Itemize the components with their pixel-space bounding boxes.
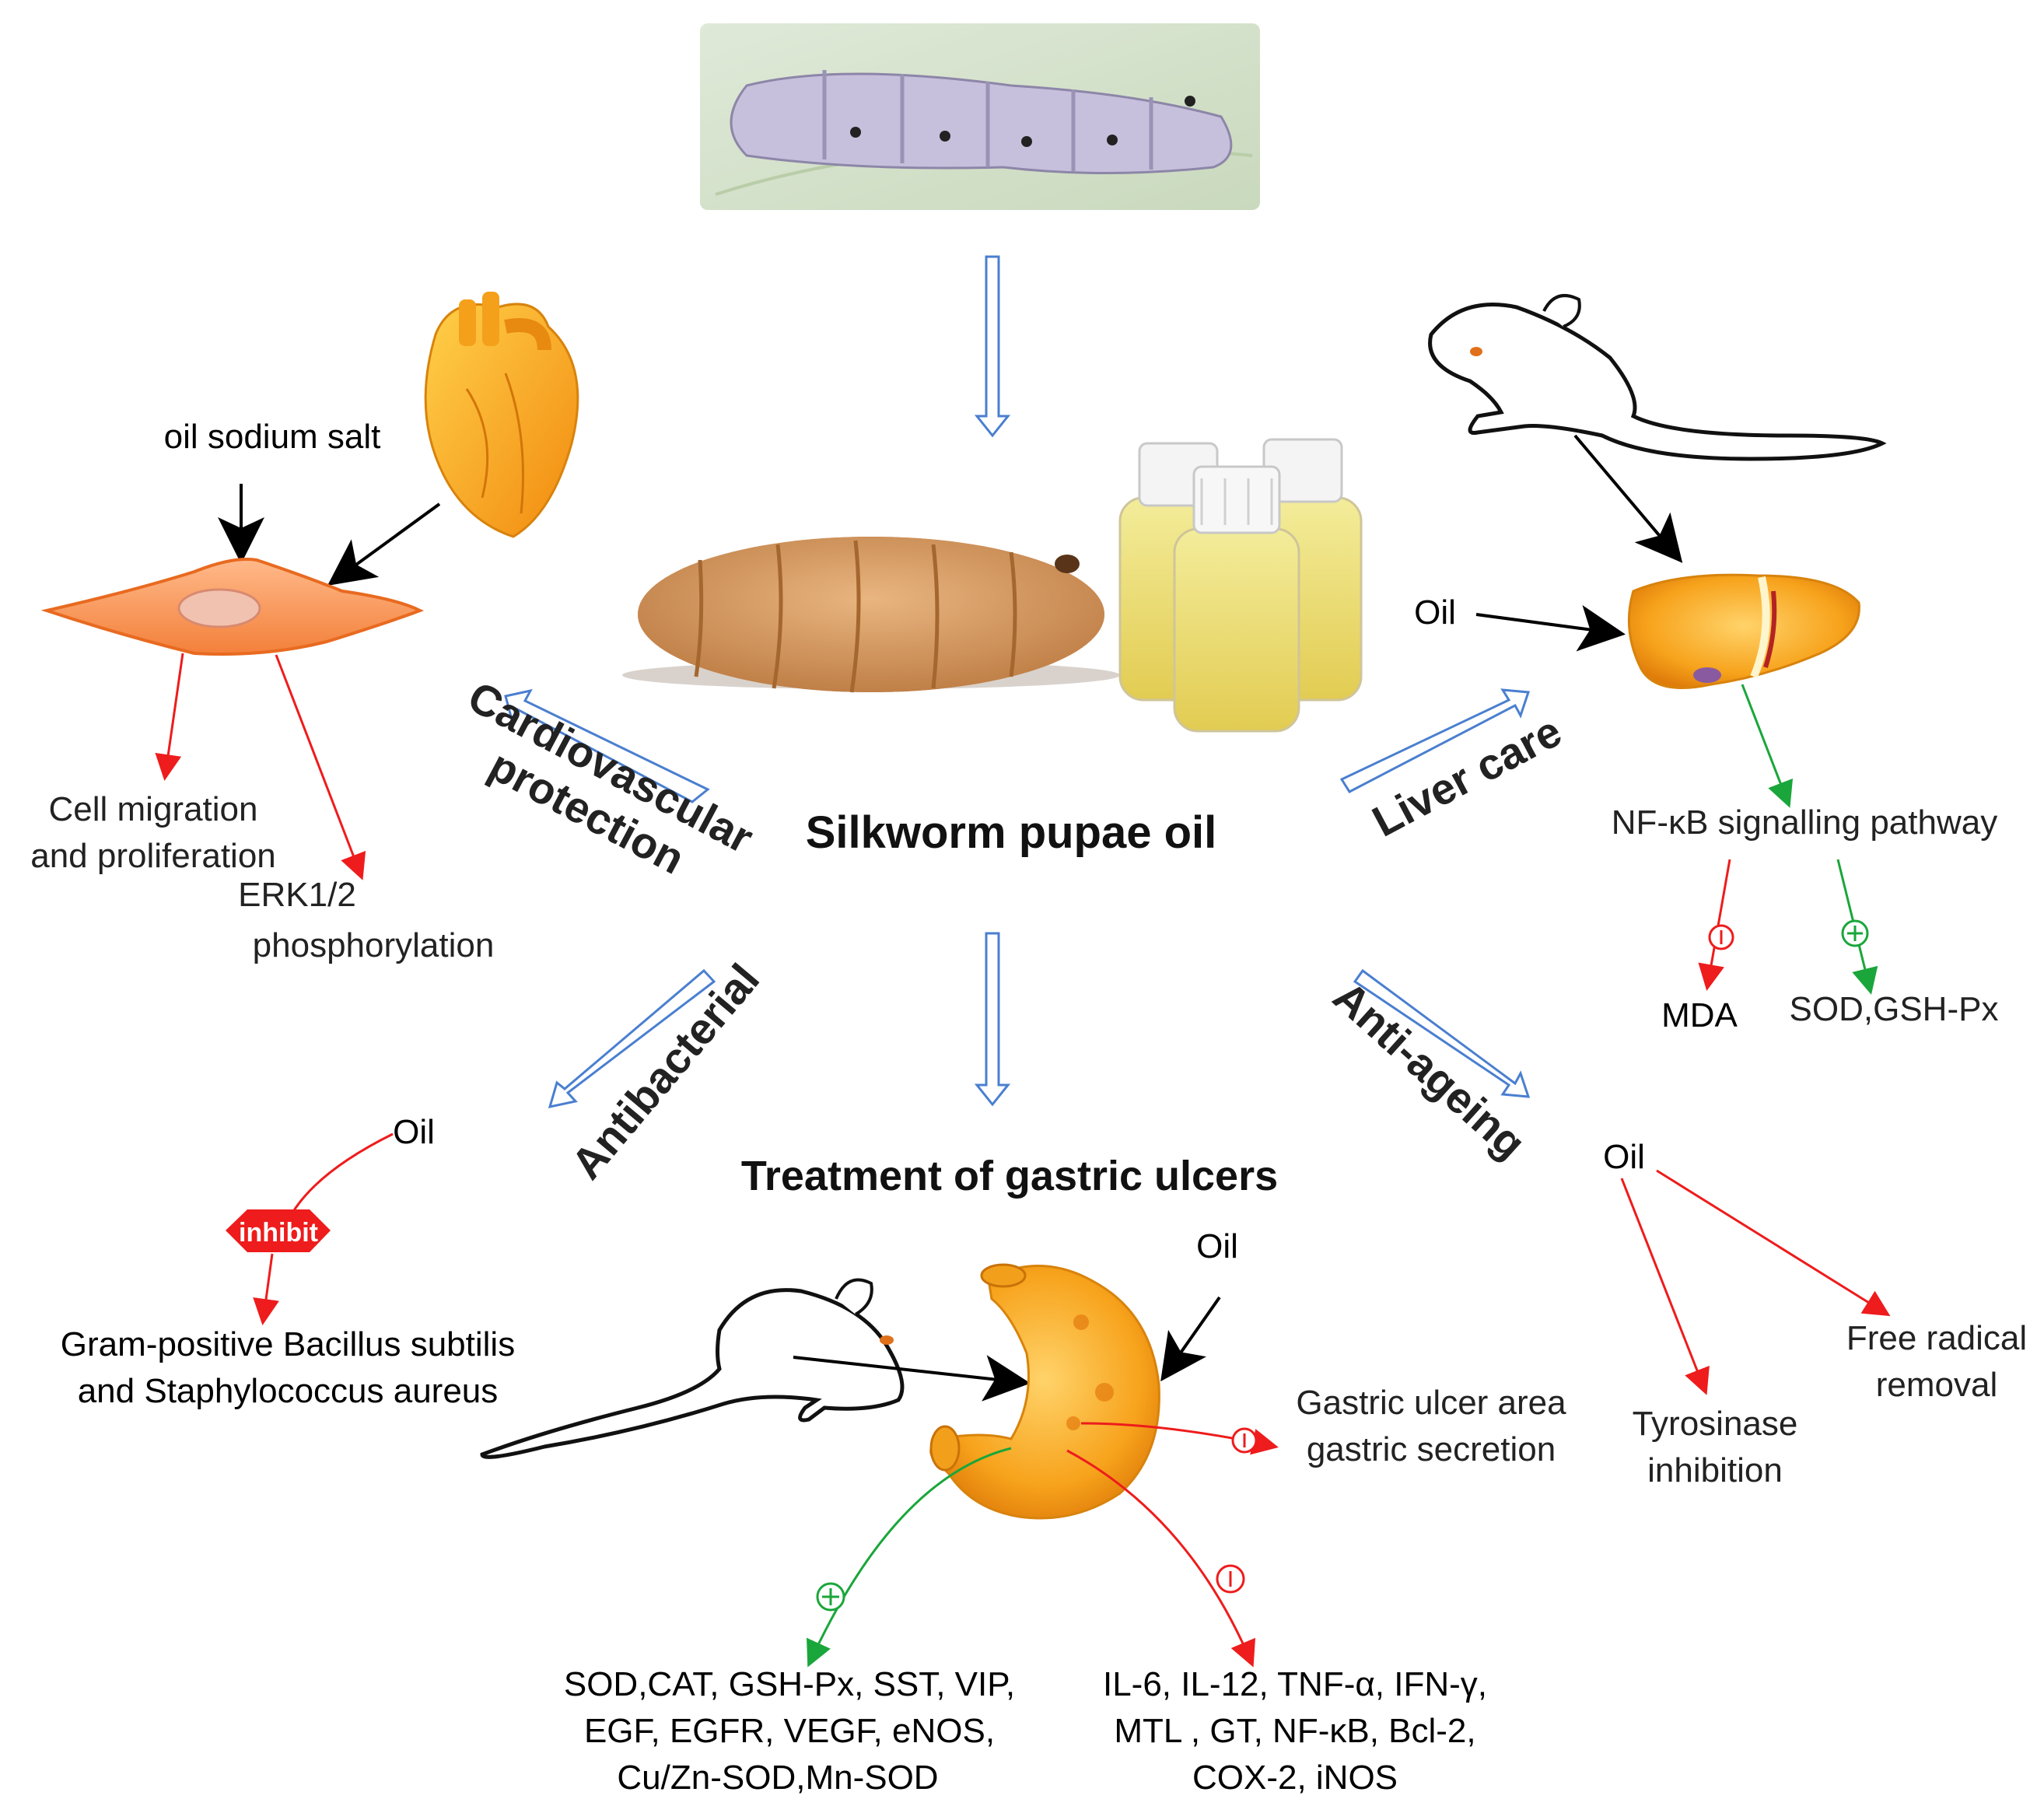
arrow-pathway-to-mda (1698, 859, 1731, 991)
gastric-reduced-line2: gastric secretion (1307, 1430, 1556, 1468)
silkworm-photo (700, 23, 1260, 210)
gastric-input-label: Oil (1196, 1227, 1238, 1265)
category-gastric: Treatment of gastric ulcers (741, 1153, 1278, 1199)
inhibit-badge: inhibit (226, 1209, 331, 1252)
liver-pathway-label: NF-κB signalling pathway (1612, 803, 1997, 842)
arrow-liver-to-pathway (1741, 684, 1794, 808)
hollow-arrow-down-top (974, 255, 1011, 438)
liver-up-label: SOD,GSH-Px (1790, 990, 1999, 1028)
cell-illustration (40, 558, 424, 656)
arrow-oil-to-radical (1656, 1169, 1891, 1317)
gastric-down-line1: IL-6, IL-12, TNF-α, IFN-γ, (1103, 1665, 1487, 1703)
hollow-arrow-antibacterial (548, 968, 716, 1108)
hollow-arrow-gastric (974, 932, 1011, 1107)
mouse-top-right (1428, 294, 1887, 461)
oil-bottles-photo (1118, 438, 1363, 733)
arrow-stomach-to-up (807, 1447, 1012, 1668)
heart-illustration (424, 292, 579, 538)
plus-icon (1841, 919, 1869, 947)
minus-icon (1216, 1564, 1245, 1594)
cardio-effect1-line1: Cell migration (49, 790, 258, 828)
antibacterial-target-line2: and Staphylococcus aureus (78, 1372, 499, 1410)
antiageing-effect2-line2: removal (1876, 1366, 1998, 1404)
pupa-photo (622, 537, 1120, 693)
plus-icon (816, 1582, 845, 1612)
antibacterial-input-label: Oil (393, 1113, 435, 1151)
cardio-effect2-line1: ERK1/2 (238, 876, 356, 914)
gastric-up-line3: Cu/Zn-SOD,Mn-SOD (617, 1759, 938, 1797)
arrow-heart-to-cell (327, 502, 441, 586)
hollow-arrow-liver (1339, 688, 1531, 793)
hollow-arrow-antiageing (1353, 968, 1531, 1098)
arrow-cell-to-erk (275, 654, 366, 880)
cardio-input-label: oil sodium salt (164, 418, 381, 456)
antiageing-effect1-line1: Tyrosinase (1633, 1405, 1798, 1443)
gastric-up-line1: SOD,CAT, GSH-Px, SST, VIP, (564, 1665, 1015, 1703)
arrow-cell-to-migration (155, 653, 184, 781)
category-antiageing: Anti-ageing (1325, 971, 1535, 1168)
arrow-oil-to-inhibit (286, 1132, 394, 1222)
gastric-down-line3: COX-2, iNOS (1192, 1759, 1398, 1797)
liver-input-label: Oil (1414, 593, 1456, 632)
mouse-bottom (480, 1278, 905, 1459)
liver-illustration (1627, 573, 1860, 689)
arrow-oil-to-stomach (1160, 1296, 1221, 1382)
cardio-effect1-line2: and proliferation (30, 837, 276, 875)
diagram-title: Silkworm pupae oil (806, 807, 1217, 858)
minus-icon (1708, 924, 1734, 950)
arrow-inhibit-to-bacteria (253, 1253, 279, 1325)
inhibit-badge-label: inhibit (239, 1218, 318, 1248)
gastric-reduced-line1: Gastric ulcer area (1296, 1384, 1566, 1422)
cardio-effect2-line2: phosphorylation (253, 926, 495, 964)
antibacterial-target-line1: Gram-positive Bacillus subtilis (61, 1325, 515, 1363)
antiageing-effect2-line1: Free radical (1846, 1319, 2027, 1357)
stomach-illustration (929, 1263, 1160, 1520)
antiageing-effect1-line2: inhibition (1647, 1451, 1783, 1489)
minus-icon (1231, 1427, 1258, 1454)
arrow-mouse-to-liver (1573, 434, 1683, 563)
gastric-up-line2: EGF, EGFR, VEGF, eNOS, (584, 1712, 995, 1750)
hollow-arrow-cardio (504, 688, 710, 803)
arrow-mouse-to-stomach (793, 1355, 1031, 1402)
arrow-oil-to-liver (1475, 604, 1626, 652)
gastric-down-line2: MTL , GT, NF-κB, Bcl-2, (1114, 1712, 1475, 1750)
arrow-stomach-to-down (1066, 1449, 1256, 1668)
liver-down-label: MDA (1661, 996, 1738, 1034)
arrow-oil-to-tyrosinase (1620, 1178, 1710, 1395)
antiageing-input-label: Oil (1603, 1138, 1645, 1176)
category-cardio: Cardiovascular protection (460, 671, 761, 883)
